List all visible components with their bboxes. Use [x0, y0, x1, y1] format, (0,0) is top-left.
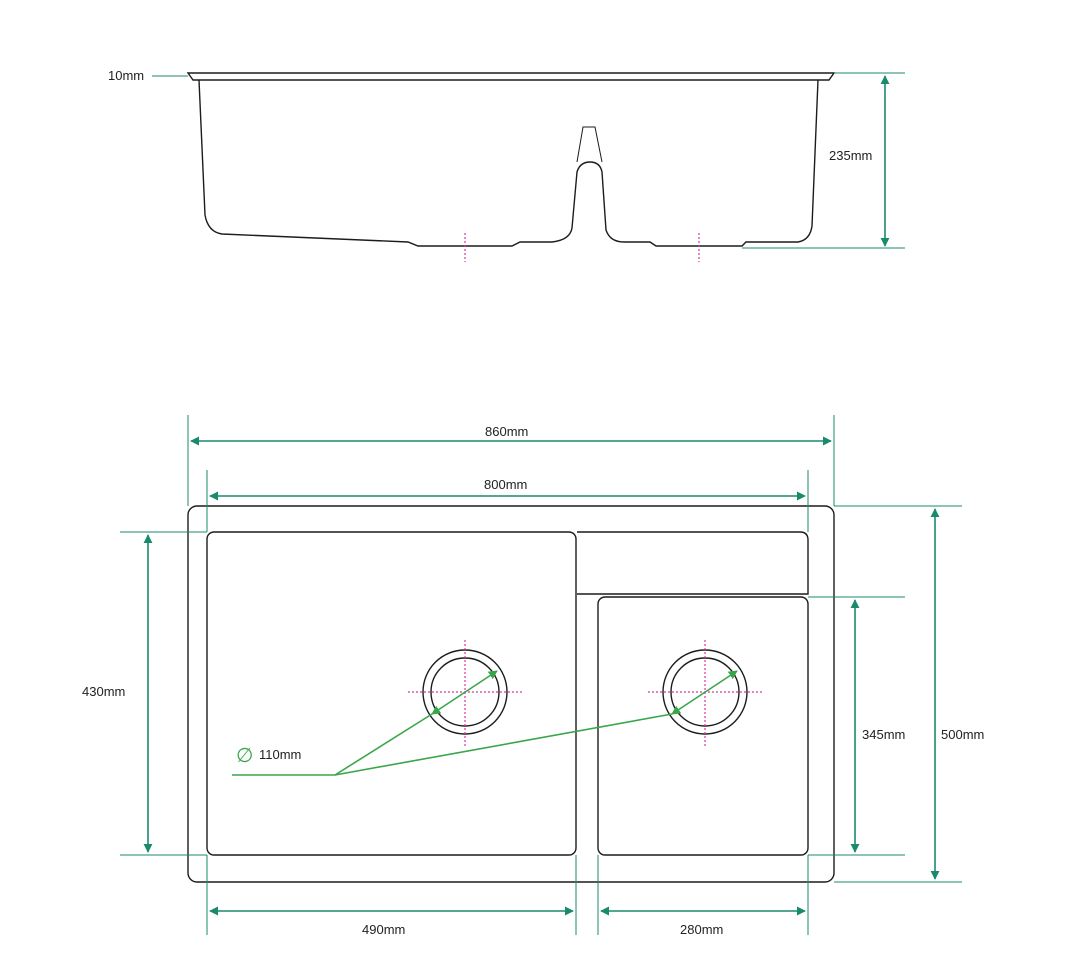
rim-thickness-label: 10mm [108, 68, 144, 83]
left-bowl-width-label: 490mm [362, 922, 405, 937]
right-drain-diameter-arrow [671, 670, 738, 715]
side-view: 10mm 235mm [108, 68, 905, 262]
top-view: ∅ 110mm 860mm 800mm 430mm 345mm 500mm [82, 415, 984, 937]
overall-width-label: 860mm [485, 424, 528, 439]
right-bowl-outline [597, 596, 809, 856]
left-drain [408, 640, 522, 746]
rim-outline [186, 72, 836, 81]
diameter-leader-line [232, 713, 433, 776]
left-bowl-height-label: 430mm [82, 684, 125, 699]
left-drain-diameter-arrow [431, 670, 498, 715]
sink-outer-outline [187, 505, 835, 883]
overall-depth-label: 500mm [941, 727, 984, 742]
diameter-symbol: ∅ [236, 745, 253, 767]
basin-profile [198, 79, 819, 247]
drain-diameter-label: 110mm [259, 747, 301, 762]
inner-width-label: 800mm [484, 477, 527, 492]
depth-label: 235mm [829, 148, 872, 163]
left-bowl-outline [206, 531, 577, 856]
right-bowl-width-label: 280mm [680, 922, 723, 937]
right-bowl-height-label: 345mm [862, 727, 905, 742]
diameter-leader-branch [334, 713, 673, 776]
upper-shelf-outline [577, 531, 809, 595]
right-drain [648, 640, 762, 746]
center-divider-top [576, 126, 603, 163]
